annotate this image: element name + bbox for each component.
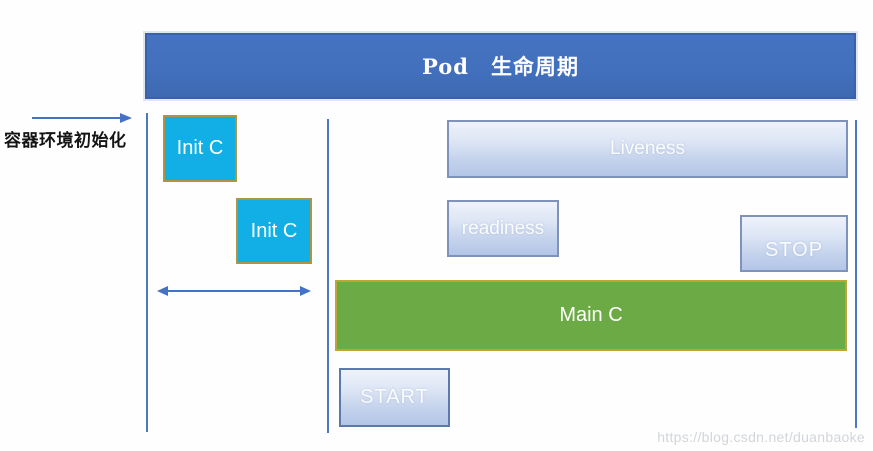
- init-duration-arrow-icon: [157, 286, 311, 296]
- liveness-probe-label: Liveness: [610, 138, 685, 159]
- init-container-2-label: Init C: [250, 219, 298, 242]
- stop-box: STOP: [740, 215, 848, 272]
- timeline-line-start: [146, 113, 148, 432]
- env-init-arrow-icon: [32, 113, 132, 123]
- init-container-1-box: Init C: [163, 115, 237, 182]
- env-init-label: 容器环境初始化: [4, 131, 127, 150]
- start-label: START: [360, 386, 429, 408]
- init-container-2-box: Init C: [236, 198, 312, 264]
- timeline-line-main-start: [327, 119, 329, 433]
- liveness-probe-box: Liveness: [447, 120, 848, 178]
- start-box: START: [339, 368, 450, 427]
- page-title: Pod 生命周期: [422, 54, 579, 79]
- stop-label: STOP: [764, 239, 824, 261]
- readiness-probe-label: readiness: [461, 217, 545, 239]
- readiness-probe-box: readiness: [447, 200, 559, 257]
- main-container-box: Main C: [335, 280, 847, 351]
- main-container-label: Main C: [559, 304, 623, 326]
- init-container-1-label: Init C: [176, 137, 224, 159]
- diagram-title-bar: Pod 生命周期: [145, 33, 856, 99]
- watermark-text: https://blog.csdn.net/duanbaoke: [657, 429, 865, 445]
- timeline-line-end: [855, 120, 857, 428]
